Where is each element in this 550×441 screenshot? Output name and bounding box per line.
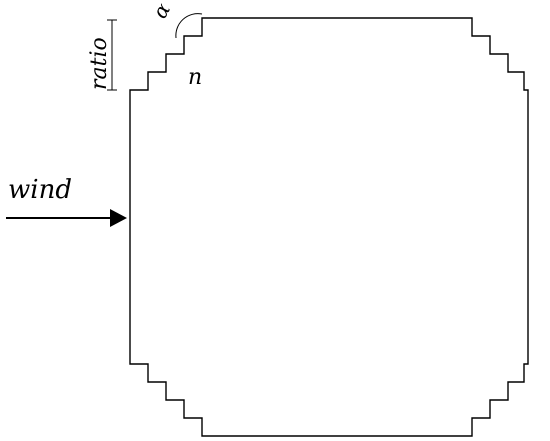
ratio-dimension bbox=[107, 19, 117, 91]
n-label: n bbox=[188, 65, 202, 90]
alpha-label: α bbox=[148, 0, 176, 22]
wind-arrow-head bbox=[110, 209, 127, 227]
wind-arrow bbox=[6, 209, 127, 227]
alpha-angle-arc bbox=[175, 13, 203, 39]
building-outline bbox=[129, 17, 529, 437]
ratio-label: ratio bbox=[87, 37, 112, 90]
wind-label: wind bbox=[8, 175, 72, 205]
